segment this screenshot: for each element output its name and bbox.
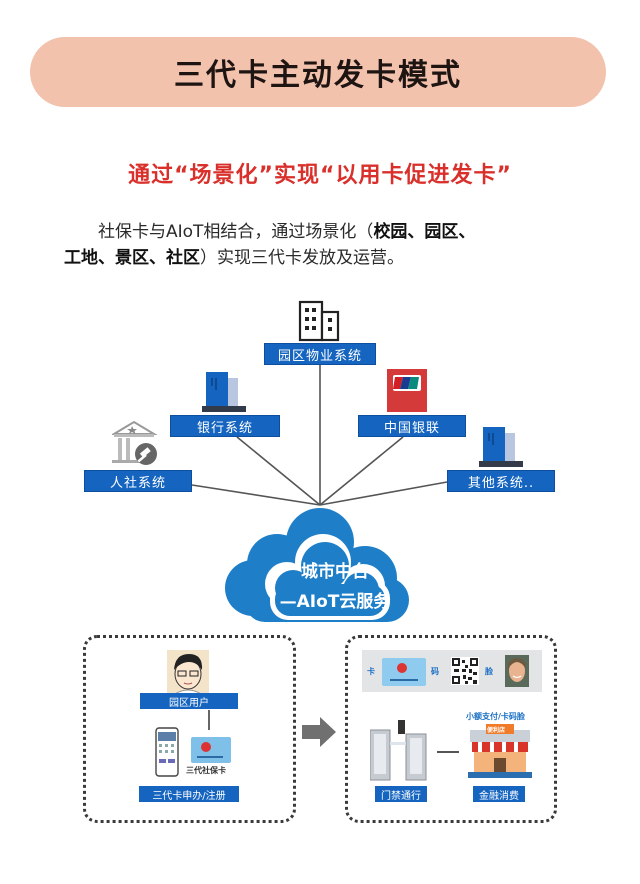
convenience-store-icon — [468, 724, 532, 778]
social-security-card-icon — [191, 737, 231, 763]
line-bank — [236, 436, 321, 506]
intro-bold-2: 工地、景区、社区 — [64, 248, 200, 268]
qr-code-icon — [451, 657, 479, 685]
bank-building-icon — [202, 372, 246, 412]
cloud-title: 城市中台 — [301, 562, 369, 582]
intro-text-2: ）实现三代卡发放及运营。 — [200, 248, 404, 268]
card-mode-icon — [382, 658, 426, 686]
card-caption: 三代社保卡 — [186, 766, 226, 775]
user-avatar-icon — [167, 650, 209, 694]
face-photo-icon — [505, 655, 529, 687]
node-bank-system: 银行系统 — [170, 415, 280, 437]
node-other-systems: 其他系统.. — [447, 470, 555, 492]
flow-line — [437, 751, 459, 753]
intro-paragraph: 社保卡与AIoT相结合，通过场景化（校园、园区、 工地、景区、社区）实现三代卡发… — [64, 219, 594, 271]
node-park-system: 园区物业系统 — [264, 343, 376, 365]
cloud-label: 城市中台 —AIoT云服务 — [260, 557, 410, 617]
subtitle: 通过“场景化”实现“以用卡促进发卡” — [128, 163, 512, 188]
park-user-text: 园区用户 — [169, 697, 209, 709]
intro-bold-1: 校园、园区、 — [373, 222, 476, 242]
office-building-icon — [298, 300, 340, 342]
right-arrow-icon — [302, 717, 336, 747]
pay-caption: 小额支付/卡码脸 — [466, 712, 525, 721]
node-hr-label: 人社系统 — [109, 475, 166, 491]
connector-line — [208, 710, 210, 730]
line-unionpay — [319, 436, 404, 506]
node-unionpay-label: 中国银联 — [383, 420, 440, 436]
title-banner: 三代卡主动发卡模式 — [30, 37, 606, 107]
government-gavel-icon — [112, 420, 158, 465]
page-title: 三代卡主动发卡模式 — [174, 58, 462, 93]
mode-face-label: 脸 — [485, 667, 493, 676]
node-other-label: 其他系统.. — [467, 475, 535, 491]
mode-card-label: 卡 — [367, 667, 375, 676]
node-park-label: 园区物业系统 — [277, 348, 362, 364]
unionpay-card-icon — [387, 369, 427, 412]
cloud-subtitle: —AIoT云服务 — [279, 592, 391, 612]
gate-access-label: 门禁通行 — [375, 786, 427, 802]
card-apply-label: 三代卡申办/注册 — [139, 786, 239, 802]
finance-consume-text: 金融消费 — [479, 790, 519, 802]
intro-text-1: 社保卡与AIoT相结合，通过场景化（ — [98, 222, 374, 242]
finance-consume-label: 金融消费 — [473, 786, 525, 802]
card-apply-text: 三代卡申办/注册 — [152, 790, 226, 802]
mobile-phone-icon — [155, 727, 179, 777]
node-bank-label: 银行系统 — [196, 420, 253, 436]
node-hr-system: 人社系统 — [84, 470, 192, 492]
node-unionpay: 中国银联 — [358, 415, 466, 437]
cloud-service-icon — [225, 508, 409, 622]
turnstile-gate-icon — [370, 720, 427, 781]
server-building-icon — [479, 427, 523, 467]
mode-code-label: 码 — [431, 667, 439, 676]
gate-access-text: 门禁通行 — [381, 790, 421, 802]
park-user-label: 园区用户 — [140, 693, 238, 709]
shop-sign: 便利店 — [487, 727, 506, 734]
